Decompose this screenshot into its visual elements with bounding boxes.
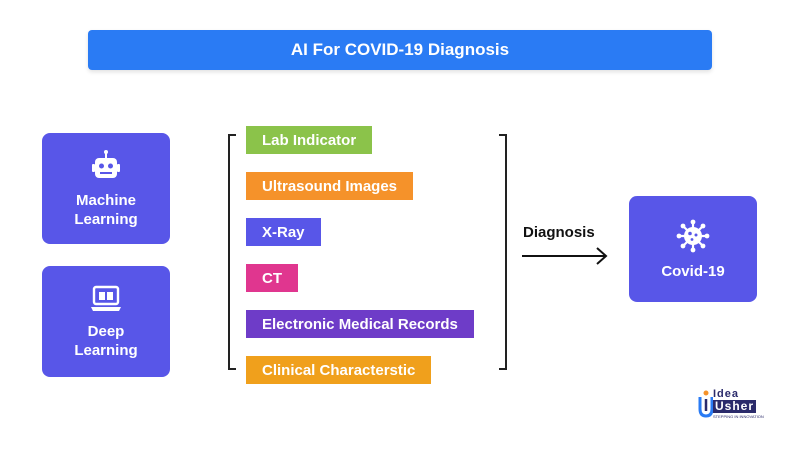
left-bracket xyxy=(228,134,236,370)
input-ct-label: CT xyxy=(262,269,282,287)
input-ultrasound-images: Ultrasound Images xyxy=(246,172,414,200)
logo-word-usher: Usher xyxy=(713,399,757,413)
input-lab-indicator: Lab Indicator xyxy=(246,126,373,154)
idea-usher-logo: Idea Usher STEPPING IN INNOVATION xyxy=(697,388,771,421)
arrow-right-icon xyxy=(522,247,608,265)
input-electronic-medical-records: Electronic Medical Records xyxy=(246,310,474,338)
virus-icon xyxy=(676,219,710,252)
machine-learning-label-1: Machine xyxy=(75,191,136,209)
diagram-title-text: AI For COVID-19 Diagnosis xyxy=(290,40,510,59)
deep-learning-box: Deep Learning xyxy=(42,266,170,377)
input-ct: CT xyxy=(246,264,298,292)
covid-19-box: Covid-19 xyxy=(629,196,757,302)
robot-icon xyxy=(92,149,120,178)
machine-learning-box: Machine Learning xyxy=(42,133,170,244)
diagnosis-label: Diagnosis xyxy=(523,224,595,241)
input-ultrasound-images-label: Ultrasound Images xyxy=(262,177,398,195)
input-electronic-medical-records-label: Electronic Medical Records xyxy=(262,315,458,333)
input-lab-indicator-label: Lab Indicator xyxy=(262,131,357,149)
idea-usher-mark-icon xyxy=(698,390,713,418)
laptop-book-icon xyxy=(91,285,121,311)
input-x-ray: X-Ray xyxy=(246,218,321,246)
machine-learning-label-2: Learning xyxy=(74,210,138,228)
input-clinical-characteristic-label: Clinical Characterstic xyxy=(262,361,416,379)
deep-learning-label-2: Learning xyxy=(74,341,138,359)
deep-learning-label-1: Deep xyxy=(87,322,125,340)
input-x-ray-label: X-Ray xyxy=(262,223,305,241)
diagram-title: AI For COVID-19 Diagnosis xyxy=(88,30,712,70)
input-clinical-characteristic: Clinical Characterstic xyxy=(246,356,432,384)
logo-word-idea: Idea xyxy=(713,388,740,400)
logo-tagline: STEPPING IN INNOVATION xyxy=(713,414,764,419)
right-bracket xyxy=(499,134,507,370)
covid-19-label: Covid-19 xyxy=(661,262,725,280)
